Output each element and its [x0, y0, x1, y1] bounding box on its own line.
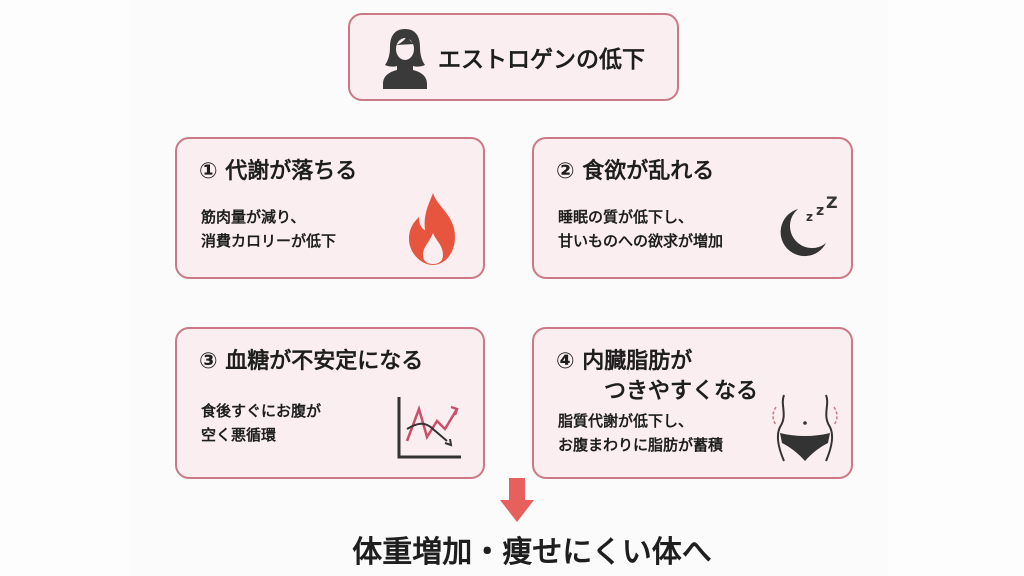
card-title-line: ④ 内臓脂肪が	[556, 349, 693, 374]
desc-line: 脂質代謝が低下し、	[558, 412, 694, 430]
card-blood-sugar: ③ 血糖が不安定になる 食後すぐにお腹が 空く悪循環	[175, 327, 485, 479]
down-arrow-icon	[500, 478, 534, 522]
desc-line: 睡眠の質が低下し、	[558, 208, 694, 226]
waist-icon	[772, 394, 838, 462]
card-desc: 睡眠の質が低下し、 甘いものへの欲求が増加	[558, 205, 723, 253]
conclusion-text: 体重増加・痩せにくい体へ	[0, 527, 1024, 571]
card-title: ③ 血糖が不安定になる	[199, 349, 424, 374]
moon-sleep-icon: z z Z	[780, 193, 838, 257]
woman-icon	[383, 29, 427, 89]
card-desc: 食後すぐにお腹が 空く悪循環	[201, 399, 321, 447]
card-metabolism: ① 代謝が落ちる 筋肉量が減り、 消費カロリーが低下	[175, 137, 485, 279]
desc-line: 消費カロリーが低下	[201, 232, 337, 250]
card-visceral-fat: ④ 内臓脂肪が つきやすくなる 脂質代謝が低下し、 お腹まわりに脂肪が蓄積	[532, 327, 853, 479]
card-desc: 筋肉量が減り、 消費カロリーが低下	[201, 205, 336, 253]
svg-text:Z: Z	[826, 193, 838, 212]
card-desc: 脂質代謝が低下し、 お腹まわりに脂肪が蓄積	[558, 409, 723, 457]
fluctuating-chart-icon	[397, 397, 461, 459]
svg-text:z: z	[806, 210, 813, 224]
card-title-line: つきやすくなる	[604, 379, 759, 404]
card-title: ② 食欲が乱れる	[556, 159, 715, 184]
header-title: エストロゲンの低下	[438, 47, 645, 73]
desc-line: 甘いものへの欲求が増加	[558, 232, 724, 250]
card-title: ④ 内臓脂肪が つきやすくなる	[556, 347, 758, 407]
card-appetite: ② 食欲が乱れる 睡眠の質が低下し、 甘いものへの欲求が増加 z z Z	[532, 137, 853, 279]
desc-line: 空く悪循環	[201, 426, 277, 444]
desc-line: お腹まわりに脂肪が蓄積	[558, 436, 724, 454]
header-box: エストロゲンの低下	[348, 13, 679, 101]
desc-line: 筋肉量が減り、	[201, 208, 306, 226]
flame-icon	[409, 193, 455, 265]
card-title: ① 代謝が落ちる	[199, 159, 358, 184]
conclusion-label: 体重増加・痩せにくい体へ	[352, 535, 712, 570]
svg-text:z: z	[816, 203, 824, 219]
desc-line: 食後すぐにお腹が	[201, 402, 322, 420]
